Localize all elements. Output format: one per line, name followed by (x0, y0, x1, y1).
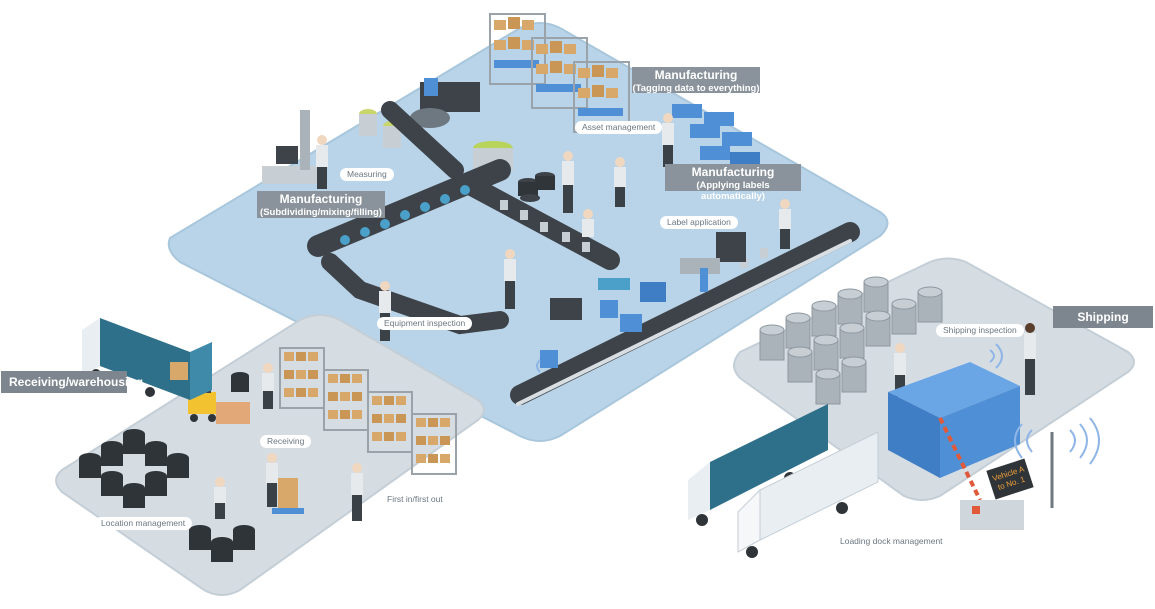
shipping-drums (759, 276, 943, 405)
label-receiving: Receiving (260, 435, 312, 448)
section-title: Manufacturing (691, 165, 775, 179)
shipping-trucks (688, 404, 879, 558)
section-subtitle: (Tagging data to everything) (632, 83, 760, 94)
label-asset-management: Asset management (575, 121, 663, 134)
drum-stack (518, 172, 555, 202)
vehicle-signboard: Vehicle A to No. 1 (986, 432, 1054, 508)
section-manufacturing-labels: Manufacturing (Applying labels automatic… (665, 164, 801, 202)
label-loading-dock-management: Loading dock management (840, 536, 943, 546)
label-equipment-inspection: Equipment inspection (377, 317, 473, 330)
measuring-station (262, 110, 322, 184)
label-measuring: Measuring (340, 168, 394, 181)
blue-crate-racks (672, 104, 760, 164)
asset-shelving (489, 13, 630, 133)
section-manufacturing-subdividing: Manufacturing (Subdividing/mixing/fillin… (257, 191, 385, 218)
labeling-machines (540, 232, 746, 368)
section-receiving-warehousing: Receiving/warehousing (1, 371, 143, 393)
section-subtitle: (Applying labels automatically) (696, 180, 770, 202)
workers (214, 113, 1036, 521)
wireless-signal-icon (536, 343, 1100, 465)
label-first-in-first-out: First in/first out (380, 493, 450, 506)
section-shipping: Shipping (1053, 306, 1153, 328)
section-title: Manufacturing (654, 68, 738, 82)
warehouse-racks (279, 347, 457, 475)
section-manufacturing-tagging: Manufacturing (Tagging data to everythin… (632, 67, 760, 94)
section-title: Manufacturing (279, 192, 363, 206)
gate-barrier (938, 417, 1024, 530)
label-shipping-inspection: Shipping inspection (936, 324, 1024, 337)
label-location-management: Location management (94, 517, 193, 530)
cart-with-boxes (272, 478, 304, 514)
section-subtitle: (Subdividing/mixing/filling) (260, 207, 382, 218)
mixing-machinery (359, 78, 513, 170)
label-label-application: Label application (660, 216, 738, 229)
tire-stacks (79, 372, 255, 562)
